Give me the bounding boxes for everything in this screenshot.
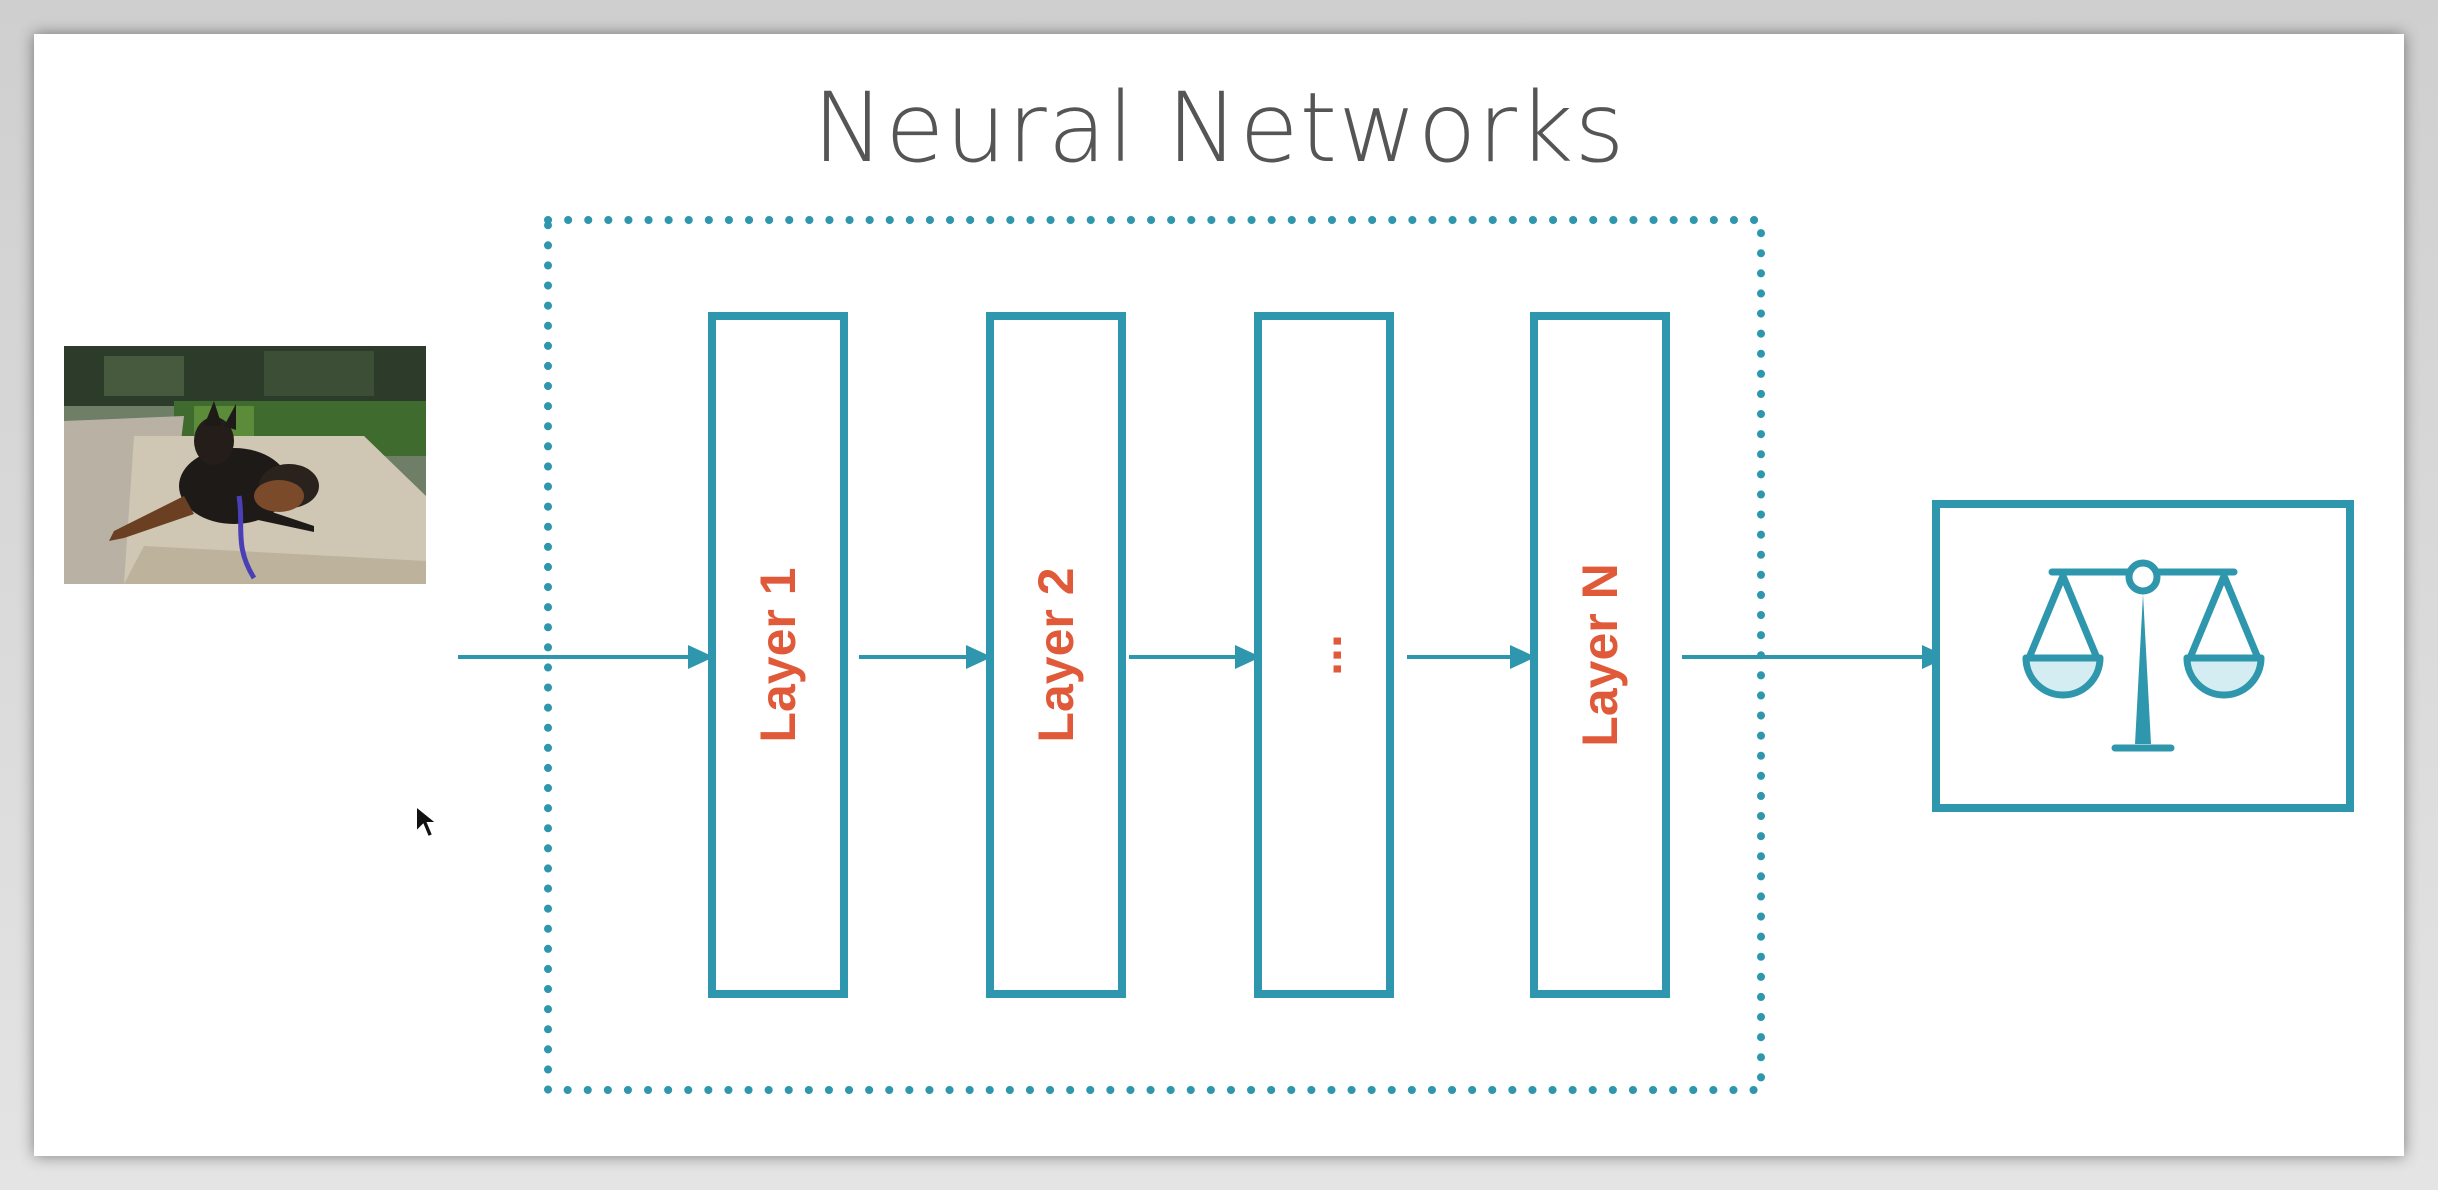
- arrow-layer1-to-layer2: [859, 645, 992, 669]
- balance-scale-icon: [2022, 559, 2265, 752]
- arrow-input-to-layer1: [458, 645, 714, 669]
- layer-label: ...: [1296, 634, 1352, 676]
- layer-label: Layer 2: [1028, 567, 1084, 742]
- arrows: [458, 645, 1948, 669]
- network-diagram: Layer 1 Layer 2 ... Layer N: [64, 216, 2354, 1094]
- slide: Neural Networks: [34, 34, 2404, 1156]
- layer-label: Layer N: [1572, 563, 1628, 746]
- input-image: [64, 346, 426, 584]
- output-box: [1932, 500, 2354, 812]
- slide-title: Neural Networks: [812, 72, 1626, 184]
- layer-box: ...: [1254, 312, 1394, 998]
- layer-box: Layer 1: [708, 312, 848, 998]
- arrow-layer2-to-layer3: [1129, 645, 1261, 669]
- mouse-cursor-icon: [415, 804, 438, 839]
- layer-box: Layer N: [1530, 312, 1670, 998]
- arrow-layer3-to-layerN: [1407, 645, 1536, 669]
- layer-label: Layer 1: [750, 567, 806, 742]
- layer-box: Layer 2: [986, 312, 1126, 998]
- arrow-layerN-to-output: [1682, 645, 1948, 669]
